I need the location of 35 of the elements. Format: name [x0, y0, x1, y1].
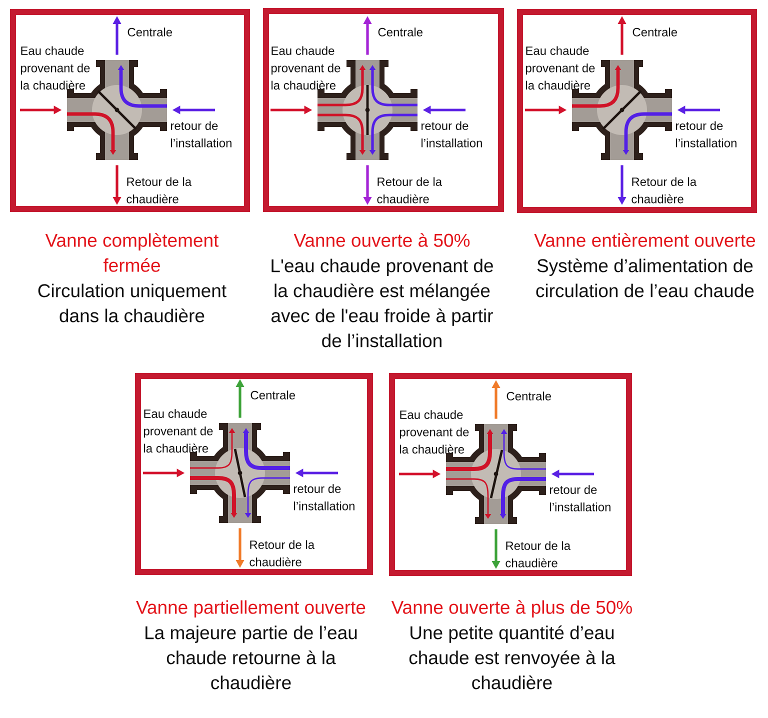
- edge-label: Eau chaude provenant de la chaudière: [526, 46, 595, 90]
- edge-label: Centrale: [250, 390, 296, 400]
- edge-label: Retour de la chaudière: [250, 540, 315, 566]
- edge-label: retour de l’installation: [676, 121, 736, 148]
- edge-label: Eau chaude provenant de la chaudière: [271, 46, 340, 90]
- caption-text: Circulation uniquement dans la chaudière: [38, 284, 226, 322]
- panel-frame: [517, 9, 757, 213]
- caption-text: L'eau chaude provenant de la chaudière est mélangée avec de l'eau froide à partir de l’installation: [272, 258, 493, 348]
- edge-label: Eau chaude provenant de la chaudière: [21, 46, 90, 90]
- caption-heading: Vanne ouverte à plus de 50%: [391, 600, 632, 618]
- edge-label: Retour de la chaudière: [126, 177, 192, 204]
- panel-frame: [10, 9, 250, 212]
- caption-text: La majeure partie de l’eau chaude retourne à la chaudière: [146, 626, 357, 690]
- edge-label: Eau chaude provenant de la chaudière: [144, 409, 213, 453]
- panel-frame: [389, 373, 632, 576]
- edge-label: retour de l’installation: [550, 485, 610, 512]
- edge-label: Retour de la chaudière: [632, 177, 697, 204]
- caption-text: Une petite quantité d’eau chaude est renvoyée à la chaudière: [409, 625, 616, 690]
- caption-text: Système d’alimentation de circulation de l’eau chaude: [536, 258, 754, 298]
- caption-heading: Vanne ouverte à 50%: [294, 233, 470, 247]
- edge-label: Centrale: [632, 28, 678, 36]
- edge-label: Eau chaude provenant de la chaudière: [400, 410, 469, 454]
- edge-label: Retour de la chaudière: [377, 177, 442, 204]
- panel-frame: [135, 373, 373, 575]
- edge-label: retour de l’installation: [422, 121, 482, 148]
- caption-heading: Vanne partiellement ouverte: [136, 600, 366, 618]
- edge-label: retour de l’installation: [294, 484, 354, 510]
- edge-label: Centrale: [128, 28, 172, 36]
- edge-label: Centrale: [506, 392, 552, 400]
- caption-heading: Vanne entièrement ouverte: [534, 233, 756, 247]
- edge-label: Retour de la chaudière: [506, 541, 571, 568]
- panel-frame: [263, 8, 504, 212]
- edge-label: Centrale: [378, 28, 423, 36]
- edge-label: retour de l’installation: [171, 121, 232, 148]
- caption-heading: Vanne complètement fermée: [45, 233, 219, 272]
